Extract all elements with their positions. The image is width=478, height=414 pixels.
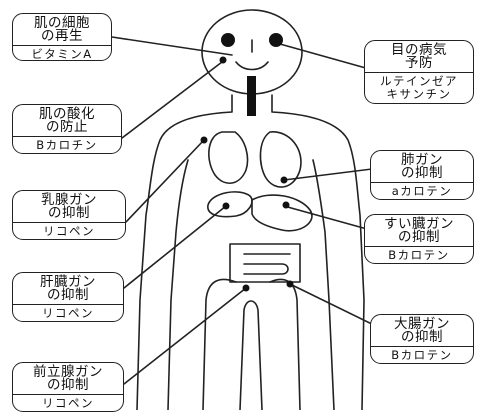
eye-left [221, 33, 235, 47]
body-outline-right [271, 94, 365, 411]
label-breast: 乳腺ガン の抑制 リコペン [12, 190, 126, 240]
label-pancreas: すい臓ガン の抑制 Bカロテン [364, 214, 474, 264]
label-title: すい臓ガン の抑制 [384, 216, 454, 245]
label-title: 目の病気 予防 [391, 42, 447, 71]
label-nutrient: ルテインゼア キサンチン [365, 72, 473, 103]
dot-lung [280, 176, 288, 184]
label-liver: 肝臓ガン の抑制 リコペン [12, 272, 124, 322]
label-nutrient: リコペン [13, 304, 123, 321]
stomach-shape [251, 194, 313, 232]
arm-right-inner [312, 159, 335, 411]
intestine-shape [229, 243, 301, 283]
eye-right [269, 33, 283, 47]
lung-right [259, 131, 302, 188]
label-title: 大腸ガン の抑制 [394, 316, 450, 345]
arm-left-inner [167, 159, 189, 411]
liver-shape [207, 191, 253, 218]
dot-left-arm [200, 136, 208, 144]
leg-right [269, 278, 301, 411]
label-nutrient: Bカロテン [371, 346, 473, 363]
mouth [235, 61, 269, 71]
dot-stomach [282, 201, 290, 209]
label-title: 肌の酸化 の防止 [39, 106, 95, 135]
label-prostate: 前立腺ガン の抑制 リコペン [12, 362, 124, 412]
label-title: 肝臓ガン の抑制 [40, 274, 96, 303]
label-nutrient: ビタミンA [13, 45, 111, 60]
dot-cheek [219, 56, 227, 64]
label-nutrient: リコペン [13, 394, 123, 411]
label-eye: 目の病気 予防 ルテインゼア キサンチン [364, 40, 474, 104]
label-skin-cells: 肌の細胞 の再生 ビタミンA [12, 13, 112, 61]
dot-prostate [242, 284, 250, 292]
dot-colon [286, 280, 294, 288]
label-title: 前立腺ガン の抑制 [33, 364, 103, 393]
body-outline [136, 94, 233, 411]
lung-left [208, 131, 249, 184]
dot-liver [222, 202, 230, 210]
label-title: 肺ガン の抑制 [401, 152, 443, 181]
label-colon: 大腸ガン の抑制 Bカロテン [370, 314, 474, 364]
label-nutrient: aカロテン [371, 182, 473, 199]
leg-left [202, 278, 237, 411]
label-title: 乳腺ガン の抑制 [41, 192, 97, 221]
label-nutrient: Bカロテン [365, 246, 473, 263]
leg-inner [239, 300, 263, 411]
esophagus [247, 76, 256, 116]
label-nutrient: リコペン [13, 222, 125, 239]
label-lung: 肺ガン の抑制 aカロテン [370, 150, 474, 200]
label-title: 肌の細胞 の再生 [34, 15, 90, 44]
label-nutrient: Bカロチン [13, 136, 121, 153]
label-skin-aging: 肌の酸化 の防止 Bカロチン [12, 104, 122, 154]
